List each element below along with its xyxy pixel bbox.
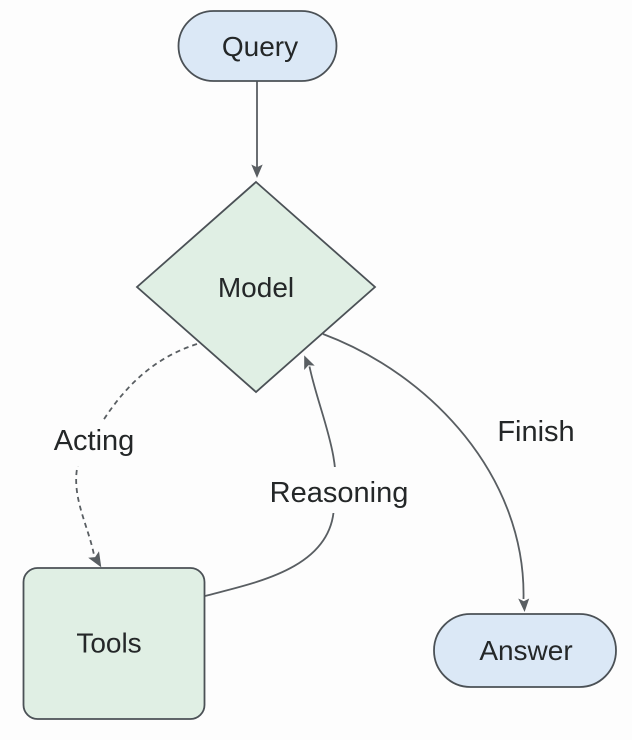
svg-text:Acting: Acting — [54, 425, 135, 457]
svg-text:Query: Query — [222, 31, 298, 62]
svg-text:Finish: Finish — [497, 416, 574, 448]
svg-text:Tools: Tools — [76, 628, 141, 659]
svg-text:Answer: Answer — [479, 635, 572, 666]
svg-text:Reasoning: Reasoning — [270, 477, 409, 509]
svg-text:Model: Model — [218, 272, 294, 303]
